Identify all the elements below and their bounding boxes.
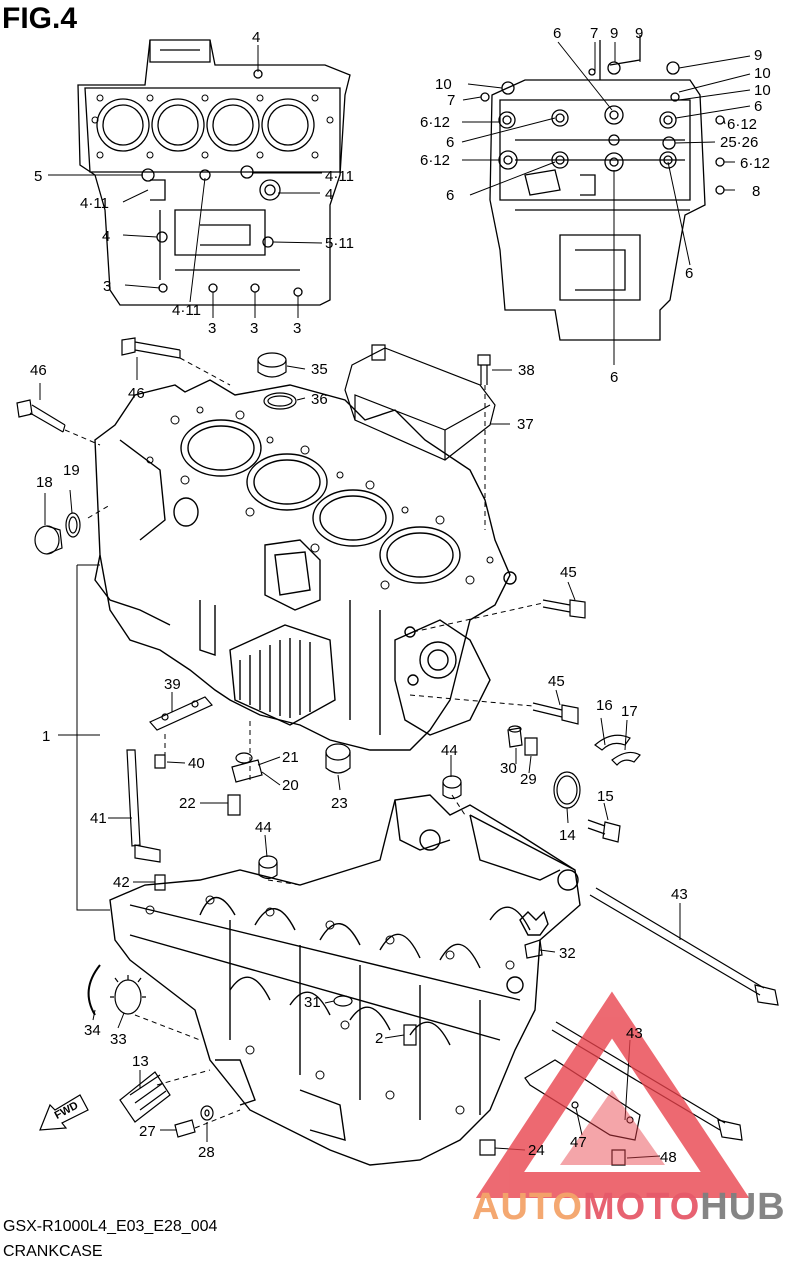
callout-32: 32 — [559, 945, 576, 962]
callout-4-11: 4·11 — [172, 302, 201, 319]
callout-4-11: 4·11 — [325, 168, 354, 185]
callout-44: 44 — [441, 742, 458, 759]
main-leaders — [39, 357, 681, 1159]
figure-title: FIG.4 — [2, 2, 78, 35]
callout-9: 9 — [754, 47, 762, 64]
callout-4: 4 — [102, 228, 110, 245]
callout-18: 18 — [36, 474, 53, 491]
watermark-logo — [475, 991, 750, 1198]
callout-6-12: 6·12 — [740, 155, 770, 172]
callout-4: 4 — [252, 29, 260, 46]
callout-47: 47 — [570, 1134, 587, 1151]
callout-3: 3 — [103, 278, 111, 295]
callout-6-12: 6·12 — [420, 152, 450, 169]
callout-27: 27 — [139, 1123, 156, 1140]
callout-43: 43 — [626, 1025, 643, 1042]
callout-6-12: 6·12 — [727, 116, 757, 133]
figure-code: GSX-R1000L4_E03_E28_004 — [3, 1218, 218, 1235]
callout-9: 9 — [610, 25, 618, 42]
callout-3: 3 — [208, 320, 216, 337]
callout-19: 19 — [63, 462, 80, 479]
callout-6: 6 — [446, 187, 454, 204]
callout-14: 14 — [559, 827, 576, 844]
callout-16: 16 — [596, 697, 613, 714]
callout-2: 2 — [375, 1030, 383, 1047]
callout-8: 8 — [752, 183, 760, 200]
callout-24: 24 — [528, 1142, 545, 1159]
labels-upper-right: 6 7 9 9 9 10 10 10 7 6 6·12 6·12 6 25·26… — [420, 25, 771, 386]
callout-30: 30 — [500, 760, 517, 777]
callout-3: 3 — [250, 320, 258, 337]
callout-4-11: 4·11 — [80, 195, 109, 212]
callout-48: 48 — [660, 1149, 677, 1166]
figure-name: CRANKCASE — [3, 1243, 103, 1260]
callout-23: 23 — [331, 795, 348, 812]
lower-crankcase — [109, 794, 581, 1166]
callout-6: 6 — [610, 369, 618, 386]
callout-28: 28 — [198, 1144, 215, 1161]
callout-37: 37 — [517, 416, 534, 433]
callout-36: 36 — [311, 391, 328, 408]
callout-4: 4 — [325, 186, 333, 203]
callout-6: 6 — [446, 134, 454, 151]
callout-6: 6 — [685, 265, 693, 282]
callout-25-26: 25·26 — [720, 134, 758, 151]
callout-42: 42 — [113, 874, 130, 891]
watermark-moto: MOTO — [582, 1186, 701, 1228]
callout-10: 10 — [435, 76, 452, 93]
callout-44: 44 — [255, 819, 272, 836]
callout-22: 22 — [179, 795, 196, 812]
parts — [16, 337, 779, 1166]
callout-13: 13 — [132, 1053, 149, 1070]
callout-46: 46 — [128, 385, 145, 402]
callout-21: 21 — [282, 749, 299, 766]
callout-38: 38 — [518, 362, 535, 379]
callout-29: 29 — [520, 771, 537, 788]
callout-5: 5 — [34, 168, 42, 185]
dashed-guides — [64, 357, 544, 1129]
callout-35: 35 — [311, 361, 328, 378]
watermark-wordmark: AUTOMOTOHUB — [472, 1186, 786, 1229]
callout-40: 40 — [188, 755, 205, 772]
callout-3: 3 — [293, 320, 301, 337]
upper-left-inset — [77, 39, 351, 306]
callout-9: 9 — [635, 25, 643, 42]
labels-main: 46 46 35 36 38 37 18 19 45 45 39 16 17 1… — [30, 361, 688, 1166]
callout-45: 45 — [560, 564, 577, 581]
callout-20: 20 — [282, 777, 299, 794]
callout-39: 39 — [164, 676, 181, 693]
watermark-auto: AUTO — [472, 1186, 583, 1228]
callout-6-12: 6·12 — [420, 114, 450, 131]
callout-15: 15 — [597, 788, 614, 805]
upper-left-leaders — [48, 45, 323, 318]
callout-10: 10 — [754, 82, 771, 99]
callout-5-11: 5·11 — [325, 235, 354, 252]
upper-crankcase — [94, 379, 517, 751]
callout-6: 6 — [553, 25, 561, 42]
callout-41: 41 — [90, 810, 107, 827]
callout-7: 7 — [590, 25, 598, 42]
fwd-arrow-icon: FWD — [39, 1094, 89, 1131]
callout-17: 17 — [621, 703, 638, 720]
callout-7: 7 — [447, 92, 455, 109]
upper-right-inset — [480, 35, 725, 341]
callout-46: 46 — [30, 362, 47, 379]
callout-6: 6 — [754, 98, 762, 115]
watermark-hub: HUB — [700, 1186, 786, 1228]
callout-1: 1 — [42, 728, 50, 745]
callout-10: 10 — [754, 65, 771, 82]
callout-31: 31 — [304, 994, 321, 1011]
callout-45: 45 — [548, 673, 565, 690]
labels-upper-left: 4 5 4·11 4·11 4 4 5·11 3 4·11 3 3 3 — [34, 29, 354, 337]
upper-right-leaders — [461, 41, 751, 365]
callout-34: 34 — [84, 1022, 101, 1039]
callout-43: 43 — [671, 886, 688, 903]
callout-33: 33 — [110, 1031, 127, 1048]
